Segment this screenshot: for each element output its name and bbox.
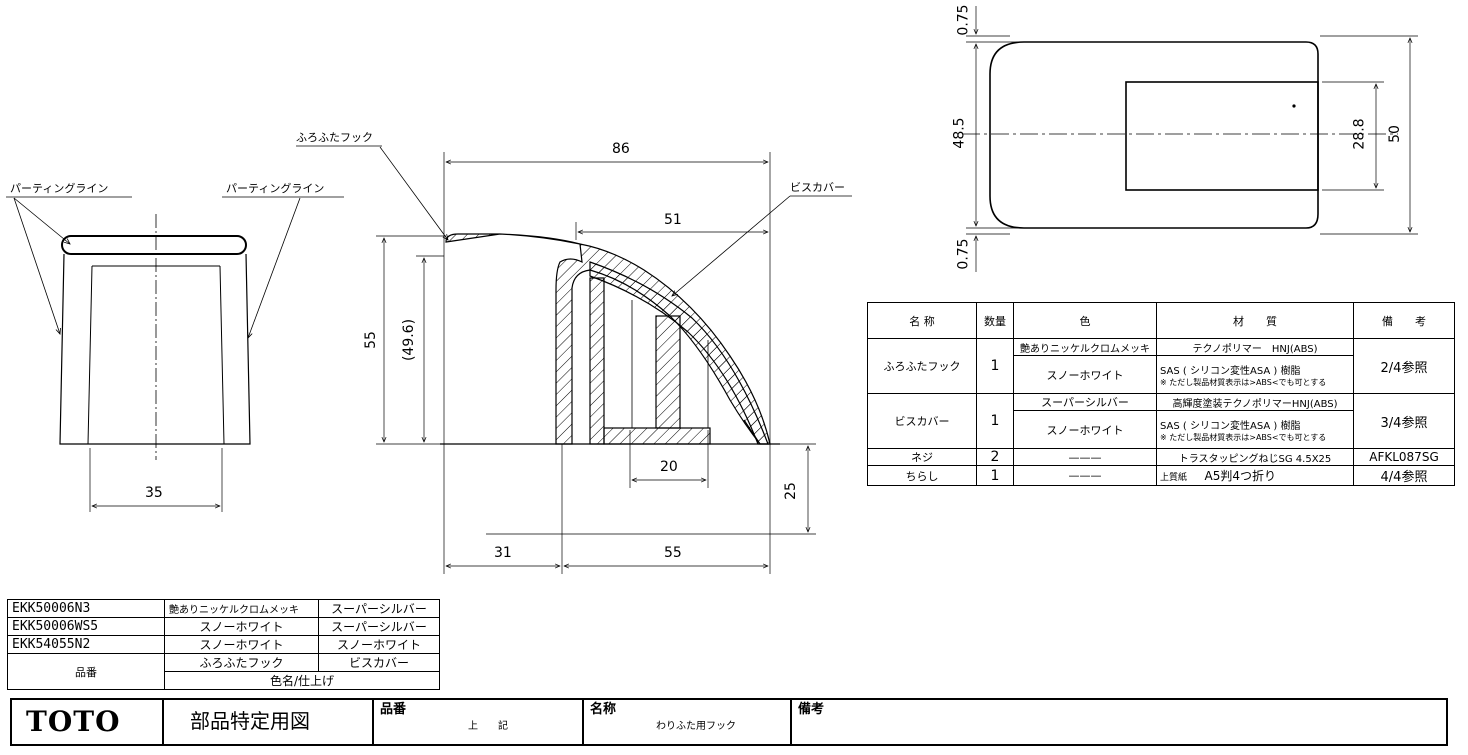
name-cell: 名称 わりふた用フック (584, 700, 792, 744)
spec-row-4-remarks: 4/4参照 (1353, 465, 1455, 486)
dim-top-height-left: 48.5 (951, 117, 968, 149)
parts-row-2-hook: スノーホワイト (164, 617, 319, 636)
parts-row-2-code: EKK50006WS5 (7, 617, 165, 636)
spec-row-1-material-note: ※ ただし製品材質表示は>ABS<でも可とする (1160, 377, 1327, 387)
parts-row-1-cover: スーパーシルバー (318, 599, 440, 618)
dim-bottom-left: 31 (494, 545, 512, 561)
spec-header-remarks: 備 考 (1353, 302, 1455, 339)
part-no-value: 上 記 (468, 721, 508, 732)
spec-row-1-material-b: SAS ( シリコン変性ASA ) 樹脂 (1160, 365, 1301, 377)
side-section-view (296, 145, 852, 574)
spec-row-1-color-b: スノーホワイト (1013, 355, 1157, 394)
dim-side-inner-height: (49.6) (401, 318, 418, 362)
dim-front-width: 35 (145, 485, 163, 501)
parts-row-3-hook: スノーホワイト (164, 635, 319, 654)
spec-header-qty: 数量 (976, 302, 1014, 339)
spec-row-1-material-b-cell: SAS ( シリコン変性ASA ) 樹脂 ※ ただし製品材質表示は>ABS<でも… (1156, 355, 1354, 394)
parts-table: EKK50006N3 艶ありニッケルクロムメッキ スーパーシルバー EKK500… (7, 599, 440, 690)
doc-title-cell: 部品特定用図 (164, 700, 374, 744)
parting-line-left-label: パーティングライン (10, 182, 109, 195)
parts-code-header: 品番 (7, 653, 165, 690)
parts-row-2-cover: スーパーシルバー (318, 617, 440, 636)
spec-row-2-material-b: SAS ( シリコン変性ASA ) 樹脂 (1160, 420, 1301, 432)
spec-row-2-remarks: 3/4参照 (1353, 393, 1455, 449)
parting-line-right-label: パーティングライン (226, 182, 325, 195)
spec-row-2-name: ビスカバー (867, 393, 977, 449)
brand-cell: TOTO (12, 700, 164, 744)
dim-bottom-right: 55 (664, 545, 682, 561)
top-view (962, 6, 1418, 272)
spec-row-1-name: ふろふたフック (867, 338, 977, 394)
doc-title: 部品特定用図 (190, 709, 310, 733)
parts-cover-header: ビスカバー (318, 653, 440, 672)
spec-row-3-color: ——— (1013, 448, 1157, 466)
name-value: わりふた用フック (656, 721, 736, 732)
remarks-label: 備考 (798, 702, 825, 717)
spec-row-4-material-cell: 上質紙 A5判4つ折り (1156, 465, 1354, 486)
parts-row-3-code: EKK54055N2 (7, 635, 165, 654)
spec-row-1-qty: 1 (976, 338, 1014, 394)
spec-table: 名 称 数量 色 材 質 備 考 ふろふたフック 1 艶ありニッケルクロムメッキ… (867, 302, 1455, 486)
spec-row-4-material-label: 上質紙 (1160, 473, 1188, 483)
parts-finish-header: 色名/仕上げ (164, 671, 440, 690)
dim-side-total-width: 86 (612, 141, 630, 157)
spec-row-4-name: ちらし (867, 465, 977, 486)
spec-row-3-qty: 2 (976, 448, 1014, 466)
spec-row-2-color-a: スーパーシルバー (1013, 393, 1157, 411)
hook-callout-label: ふろふたフック (296, 131, 373, 144)
name-label: 名称 (590, 702, 617, 717)
dim-side-height: 55 (362, 331, 379, 349)
dim-top-lower-margin: 0.75 (955, 238, 972, 270)
spec-row-4-qty: 1 (976, 465, 1014, 486)
part-no-label: 品番 (380, 702, 407, 717)
dim-offset-height: 25 (782, 482, 799, 500)
part-no-cell: 品番 上 記 (374, 700, 584, 744)
spec-row-2-material-note: ※ ただし製品材質表示は>ABS<でも可とする (1160, 432, 1327, 442)
spec-row-1-color-a: 艶ありニッケルクロムメッキ (1013, 338, 1157, 356)
spec-row-2-material-a: 高輝度塗装テクノポリマーHNJ(ABS) (1156, 393, 1354, 411)
spec-header-name: 名 称 (867, 302, 977, 339)
cover-callout-label: ビスカバー (790, 181, 845, 194)
dim-top-total-height: 50 (1386, 125, 1403, 143)
parts-row-1-hook: 艶ありニッケルクロムメッキ (164, 599, 319, 618)
spec-header-material: 材 質 (1156, 302, 1354, 339)
spec-row-3-material: トラスタッピングねじSG 4.5X25 (1156, 448, 1354, 466)
spec-row-2-material-b-cell: SAS ( シリコン変性ASA ) 樹脂 ※ ただし製品材質表示は>ABS<でも… (1156, 410, 1354, 449)
spec-row-1-remarks: 2/4参照 (1353, 338, 1455, 394)
spec-row-3-remarks: AFKL087SG (1353, 448, 1455, 466)
dim-side-cover-width: 51 (664, 212, 682, 228)
spec-row-2-color-b: スノーホワイト (1013, 410, 1157, 449)
parts-row-3-cover: スノーホワイト (318, 635, 440, 654)
dim-top-inner-height: 28.8 (1351, 118, 1368, 150)
front-view (6, 196, 344, 512)
toto-logo: TOTO (26, 705, 121, 738)
spec-row-4-material: A5判4つ折り (1204, 469, 1276, 483)
spec-row-4-color: ——— (1013, 465, 1157, 486)
dim-top-upper-margin: 0.75 (955, 4, 972, 36)
spec-row-2-qty: 1 (976, 393, 1014, 449)
title-block: TOTO 部品特定用図 品番 上 記 名称 わりふた用フック 備考 (10, 698, 1448, 746)
spec-row-1-material-a: テクノポリマー HNJ(ABS) (1156, 338, 1354, 356)
dim-screw-spacing: 20 (660, 459, 678, 475)
spec-row-3-name: ネジ (867, 448, 977, 466)
parts-hook-header: ふろふたフック (164, 653, 319, 672)
spec-header-color: 色 (1013, 302, 1157, 339)
parts-row-1-code: EKK50006N3 (7, 599, 165, 618)
